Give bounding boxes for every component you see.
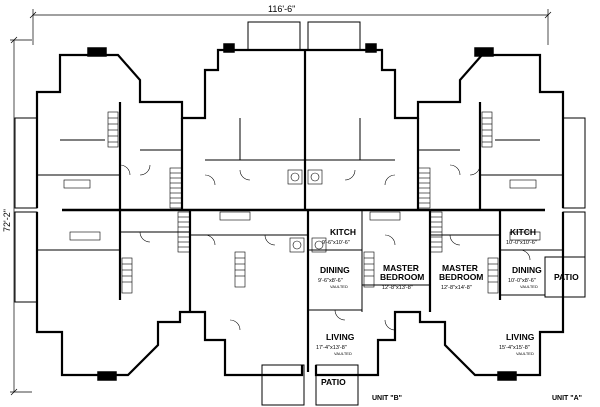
master-b-size: 12'-8"x13'-8"	[382, 285, 413, 291]
living-a-size: 15'-4"x15'-8"	[499, 345, 530, 351]
living-b-note: VAULTED	[334, 351, 352, 356]
exterior-walls	[35, 48, 565, 377]
unit-b-label: UNIT "B"	[372, 395, 402, 402]
kitch-a-size: 10'-0"x10'-6"	[506, 240, 537, 246]
dining-b-label: DINING	[320, 265, 350, 275]
dining-b-note: VAULTED	[330, 284, 348, 289]
side-blocks	[14, 21, 586, 406]
overall-width-dimension	[29, 9, 552, 45]
overall-depth-label: 72'-2"	[2, 209, 12, 232]
living-b-size: 17'-4"x13'-8"	[316, 345, 347, 351]
master-a-size: 12'-8"x14'-8"	[441, 285, 472, 291]
living-b-label: LIVING	[326, 332, 355, 342]
master-a-label-2: BEDROOM	[439, 272, 483, 282]
door-swings	[119, 164, 531, 331]
interior-walls	[37, 118, 563, 312]
patio-bottom-label: PATIO	[321, 377, 346, 387]
dining-a-note: VAULTED	[520, 284, 538, 289]
overall-width-label: 116'-6"	[268, 4, 295, 14]
kitch-b-label: KITCH	[330, 227, 356, 237]
fixtures	[63, 169, 541, 253]
dining-a-label: DINING	[512, 265, 542, 275]
dining-a-size: 10'-0"x8'-6"	[508, 278, 536, 284]
living-a-note: VAULTED	[516, 351, 534, 356]
stairs	[107, 111, 499, 294]
living-a-label: LIVING	[506, 332, 535, 342]
master-a-label-1: MASTER	[442, 263, 478, 273]
overall-depth-dimension	[10, 36, 32, 396]
dining-b-size: 9'-6"x8'-6"	[318, 278, 343, 284]
patio-right-label: PATIO	[554, 272, 579, 282]
kitch-a-label: KITCH	[510, 227, 536, 237]
master-b-label-1: MASTER	[383, 263, 419, 273]
fireplaces	[87, 43, 517, 381]
master-b-label-2: BEDROOM	[380, 272, 424, 282]
kitch-b-size: 9'-6"x10'-6"	[322, 240, 350, 246]
unit-a-label: UNIT "A"	[552, 395, 582, 402]
